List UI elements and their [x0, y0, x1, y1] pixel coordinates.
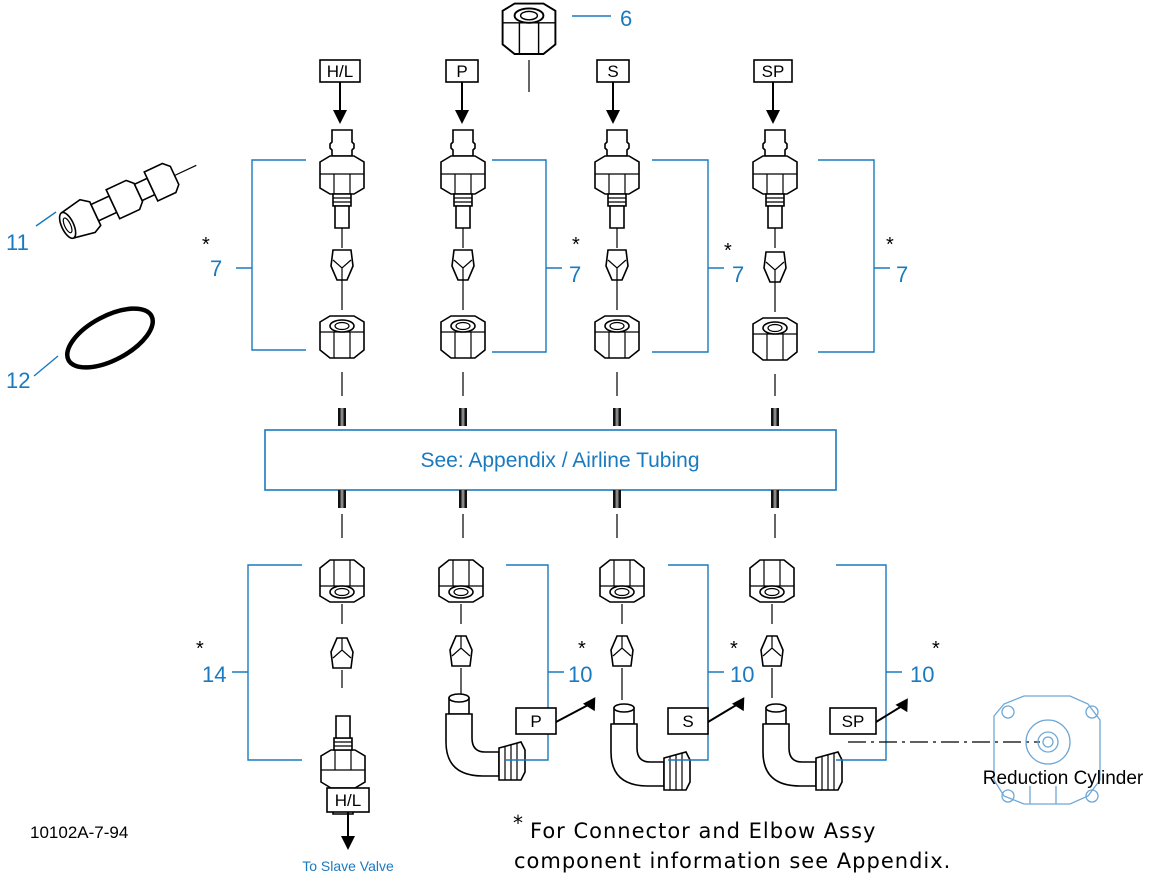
bracket-10-s	[668, 564, 724, 761]
tag-hl-bottom: H/L	[326, 787, 370, 850]
tag-p-top: P	[445, 59, 479, 124]
asterisk-7-p: *	[572, 234, 580, 256]
callout-14: 14	[202, 662, 226, 687]
footnote: * For Connector and Elbow Assy component…	[513, 811, 951, 873]
upper-fittings-p	[440, 129, 486, 426]
callout-7-p: 7	[569, 262, 581, 287]
bracket-7-hl	[236, 159, 306, 351]
callout-12: 12	[6, 368, 30, 393]
airline-tubing-banner: See: Appendix / Airline Tubing	[264, 429, 837, 491]
reduction-cylinder	[848, 695, 1101, 805]
lower-fittings-hl	[319, 559, 366, 815]
o-ring-part-12	[64, 306, 156, 370]
bracket-7-s	[652, 159, 724, 353]
to-slave-valve-label: To Slave Valve	[302, 858, 394, 874]
bracket-7-p	[492, 159, 562, 353]
bracket-14-hl	[232, 564, 302, 761]
upper-fittings-s	[594, 129, 640, 426]
footnote-star: *	[513, 811, 523, 835]
asterisk-7-sp: *	[886, 234, 894, 256]
callout-7-sp: 7	[896, 262, 908, 287]
footnote-line-1: For Connector and Elbow Assy	[530, 819, 876, 843]
top-nut-part-6	[501, 2, 611, 92]
asterisk-7-s: *	[724, 240, 732, 262]
bracket-10-p	[506, 564, 564, 761]
tag-sp-bottom: SP	[829, 698, 908, 735]
callout-11: 11	[6, 230, 29, 255]
upper-fittings-hl	[319, 129, 365, 426]
callout-7-s: 7	[732, 262, 744, 287]
tag-sp-top: SP	[753, 59, 793, 124]
svg-text:H/L: H/L	[335, 791, 361, 810]
svg-text:P: P	[456, 62, 467, 81]
lower-fittings-p	[438, 559, 526, 781]
callout-6: 6	[620, 6, 632, 31]
bracket-10-sp	[836, 564, 902, 761]
union-connector-part-11	[58, 162, 197, 240]
asterisk-14: *	[196, 638, 204, 660]
asterisk-7-hl: *	[202, 234, 210, 256]
lower-fittings-sp	[749, 559, 843, 791]
tag-s-top: S	[596, 59, 630, 124]
tag-p-bottom: P	[515, 697, 596, 735]
svg-text:SP: SP	[762, 62, 785, 81]
svg-text:H/L: H/L	[327, 62, 353, 81]
callout-7-hl: 7	[210, 256, 222, 281]
lower-tube-stubs	[338, 490, 779, 538]
asterisk-10-sp: *	[932, 638, 940, 660]
banner-text: See: Appendix / Airline Tubing	[420, 449, 699, 472]
reduction-cylinder-label: Reduction Cylinder	[983, 768, 1144, 789]
tag-s-bottom: S	[667, 697, 745, 735]
svg-text:S: S	[607, 62, 618, 81]
footnote-line-2: component information see Appendix.	[514, 849, 951, 873]
svg-text:P: P	[530, 712, 541, 731]
drawing-number: 10102A-7-94	[30, 823, 128, 842]
svg-text:S: S	[682, 712, 693, 731]
callout-10-p: 10	[568, 662, 592, 687]
svg-text:SP: SP	[842, 712, 865, 731]
callout-10-s: 10	[730, 662, 754, 687]
asterisk-10-s: *	[730, 638, 738, 660]
tag-hl-top: H/L	[319, 59, 361, 124]
upper-fittings-sp	[752, 129, 798, 426]
lower-fittings-s	[599, 559, 691, 791]
asterisk-10-p: *	[578, 638, 586, 660]
callout-10-sp: 10	[910, 662, 934, 687]
bracket-7-sp	[818, 159, 890, 353]
